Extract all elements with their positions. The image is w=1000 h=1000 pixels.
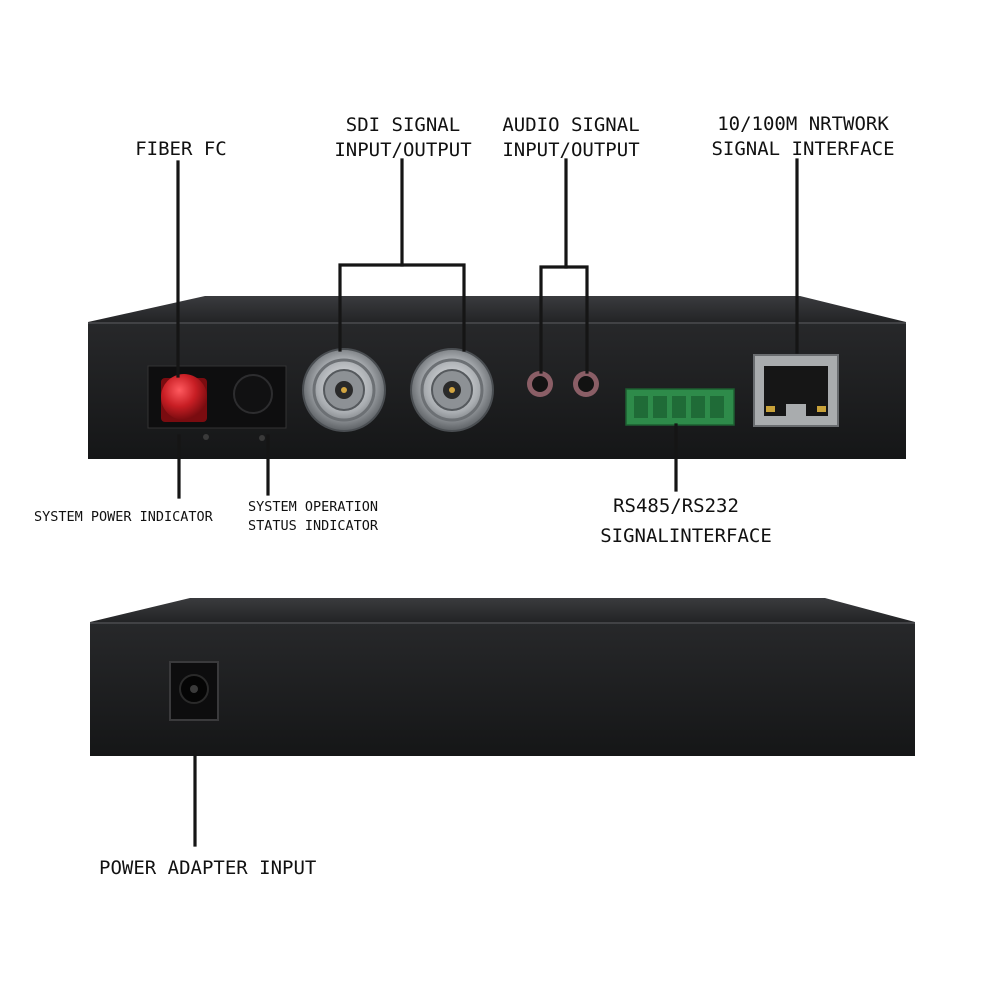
leader-lines: [176, 158, 799, 847]
rj45-port: [753, 354, 839, 427]
label-status-line2: STATUS INDICATOR: [248, 518, 379, 534]
leader-audio: [539, 265, 589, 374]
blank-port: [233, 374, 273, 414]
lower-device-front: [90, 622, 915, 756]
terminal-block: [625, 388, 735, 426]
label-fiber-fc: FIBER FC: [135, 138, 227, 160]
bnc-connector-1: [302, 348, 386, 432]
label-sdi-line1: SDI SIGNAL: [346, 114, 460, 136]
audio-jack-1: [527, 371, 553, 397]
label-serial-line2: SIGNALINTERFACE: [600, 525, 772, 547]
label-network-line2: SIGNAL INTERFACE: [711, 138, 894, 160]
lower-device-top: [90, 598, 915, 622]
label-power-indicator: SYSTEM POWER INDICATOR: [34, 509, 214, 525]
lower-device: [90, 598, 915, 756]
upper-device: [88, 296, 906, 459]
status-led: [259, 435, 265, 441]
upper-device-top: [88, 296, 906, 322]
label-sdi-line2: INPUT/OUTPUT: [334, 139, 471, 161]
label-status-line1: SYSTEM OPERATION: [248, 499, 378, 515]
audio-jack-2: [573, 371, 599, 397]
labels: FIBER FC SDI SIGNAL INPUT/OUTPUT AUDIO S…: [34, 113, 895, 879]
power-led: [203, 434, 209, 440]
label-audio-line1: AUDIO SIGNAL: [502, 114, 639, 136]
label-audio-line2: INPUT/OUTPUT: [502, 139, 639, 161]
label-serial-line1: RS485/RS232: [613, 495, 739, 517]
fiber-fc-port: [161, 374, 207, 422]
bnc-connector-2: [410, 348, 494, 432]
label-network-line1: 10/100M NRTWORK: [717, 113, 889, 135]
dc-power-jack: [169, 661, 219, 721]
label-power-adapter-input: POWER ADAPTER INPUT: [99, 857, 316, 879]
